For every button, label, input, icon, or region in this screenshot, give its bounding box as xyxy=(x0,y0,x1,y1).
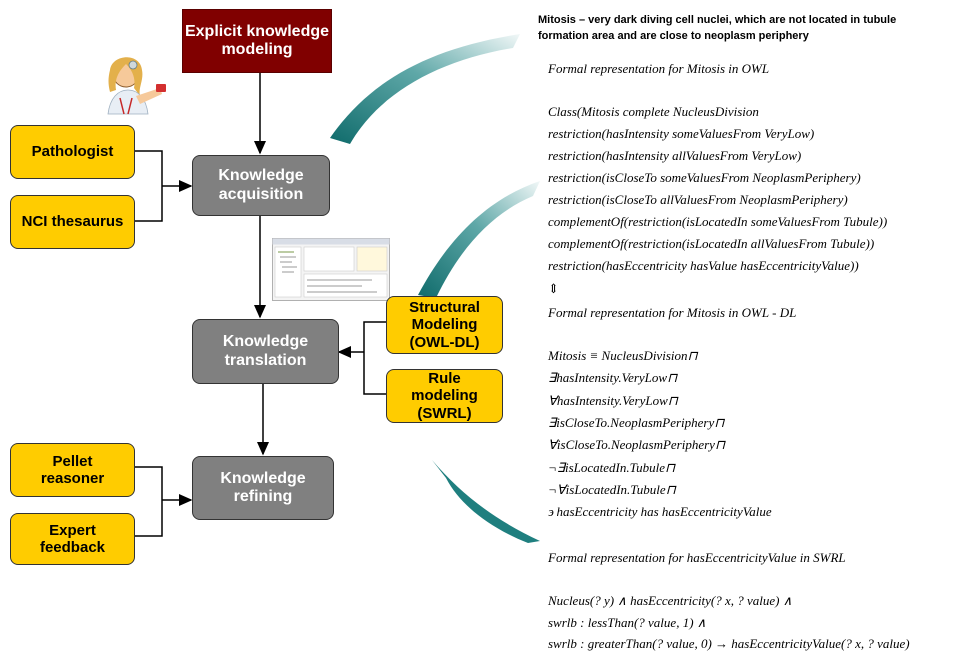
mitosis-definition: Mitosis – very dark diving cell nuclei, … xyxy=(538,14,897,42)
owl-line: restriction(hasIntensity allValuesFrom V… xyxy=(548,148,802,163)
expert-feedback-box: Expert feedback xyxy=(10,513,135,565)
owl-line: restriction(hasIntensity someValuesFrom … xyxy=(548,126,815,141)
swrl-line: Nucleus(? y) ∧ hasEccentricity(? x, ? va… xyxy=(548,593,793,608)
owl-line: complementOf(restriction(isLocatedIn all… xyxy=(548,236,875,251)
explicit-knowledge-modeling-box: Explicit knowledge modeling xyxy=(182,9,332,73)
curved-arrow-bottom xyxy=(432,460,540,543)
owl-dl-line: ∀isCloseTo.NeoplasmPeriphery⊓ xyxy=(548,437,726,453)
owl-heading: Formal representation for Mitosis in OWL xyxy=(548,61,770,76)
owl-dl-line: ¬∃isLocatedIn.Tubule⊓ xyxy=(548,459,676,475)
rule-modeling-box: Rule modeling (SWRL) xyxy=(386,369,503,423)
knowledge-refining-box: Knowledge refining xyxy=(192,456,334,520)
owl-dl-heading: Formal representation for Mitosis in OWL… xyxy=(548,305,797,320)
knowledge-acquisition-box: Knowledge acquisition xyxy=(192,155,330,216)
swrl-line: swrlb : greaterThan(? value, 0) → hasEcc… xyxy=(548,636,910,651)
structural-modeling-label: Structural Modeling (OWL-DL) xyxy=(409,299,480,351)
structural-modeling-box: Structural Modeling (OWL-DL) xyxy=(386,296,503,354)
owl-line: complementOf(restriction(isLocatedIn som… xyxy=(548,214,888,229)
curved-arrow-top xyxy=(330,34,520,144)
owl-line: Class(Mitosis complete NucleusDivision xyxy=(548,104,759,119)
owl-dl-line: ∃hasIntensity.VeryLow⊓ xyxy=(548,370,678,386)
curved-arrow-middle xyxy=(418,181,540,298)
owl-line: restriction(isCloseTo someValuesFrom Neo… xyxy=(548,170,861,185)
knowledge-translation-label: Knowledge translation xyxy=(222,333,309,369)
nci-thesaurus-label: NCI thesaurus xyxy=(21,213,124,231)
equivalence-symbol: ⇕ xyxy=(548,282,559,297)
owl-dl-line: ¬∀isLocatedIn.Tubule⊓ xyxy=(548,481,676,497)
swrl-line: swrlb : lessThan(? value, 1) ∧ xyxy=(548,614,707,630)
bracket-sources xyxy=(135,150,163,222)
owl-dl-line: ϶ hasEccentricity has hasEccentricityVal… xyxy=(548,504,772,520)
nci-thesaurus-box: NCI thesaurus xyxy=(10,195,135,249)
rule-modeling-label: Rule modeling (SWRL) xyxy=(411,370,478,422)
bracket-refining-sources xyxy=(135,466,163,537)
pellet-reasoner-box: Pellet reasoner xyxy=(10,443,135,497)
owl-dl-line: Mitosis ≡ NucleusDivision⊓ xyxy=(548,348,698,363)
expert-feedback-label: Expert feedback xyxy=(39,521,106,556)
explicit-knowledge-modeling-label: Explicit knowledge modeling xyxy=(184,22,330,58)
swrl-heading: Formal representation for hasEccentricit… xyxy=(548,550,846,565)
pathologist-box: Pathologist xyxy=(10,125,135,179)
owl-line: restriction(hasEccentricity hasValue has… xyxy=(548,258,859,273)
knowledge-acquisition-label: Knowledge acquisition xyxy=(218,167,304,203)
ontology-editor-thumbnail xyxy=(272,238,390,301)
bracket-modeling xyxy=(363,321,386,395)
owl-dl-line: ∃isCloseTo.NeoplasmPeriphery⊓ xyxy=(548,414,725,430)
pellet-reasoner-label: Pellet reasoner xyxy=(40,452,105,487)
knowledge-refining-label: Knowledge refining xyxy=(220,469,306,505)
knowledge-translation-box: Knowledge translation xyxy=(192,319,339,384)
owl-line: restriction(isCloseTo allValuesFrom Neop… xyxy=(548,192,848,207)
pathologist-illustration xyxy=(107,57,166,115)
pathologist-label: Pathologist xyxy=(31,143,114,161)
owl-dl-line: ∀hasIntensity.VeryLow⊓ xyxy=(548,392,678,408)
